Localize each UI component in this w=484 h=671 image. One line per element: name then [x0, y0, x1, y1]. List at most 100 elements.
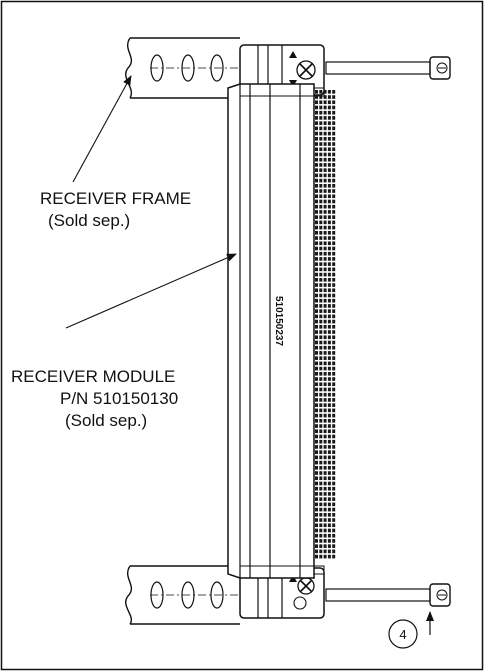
screw-bottom — [325, 583, 451, 607]
contact-pin — [327, 110, 331, 115]
contact-pin — [327, 486, 331, 491]
contact-pin — [319, 476, 323, 481]
contact-pin — [315, 539, 318, 543]
frame-label-line2: (Sold sep.) — [48, 211, 130, 230]
contact-pin — [327, 137, 331, 141]
contact-pin — [315, 528, 318, 533]
contact-pin — [323, 492, 327, 496]
contact-pin — [319, 450, 323, 454]
contact-pin — [315, 434, 318, 439]
contact-pin — [323, 194, 327, 199]
contact-pin — [332, 523, 336, 528]
contact-pin — [327, 272, 331, 277]
contact-pin — [323, 184, 327, 188]
contact-pin — [319, 314, 323, 319]
contact-pin — [319, 194, 323, 199]
contact-pin — [323, 382, 327, 387]
contact-pin — [327, 319, 331, 324]
contact-pin — [315, 231, 318, 235]
contact-pin — [327, 90, 331, 94]
contact-pin — [319, 168, 323, 172]
contact-pin — [315, 466, 318, 470]
contact-pin — [332, 199, 336, 204]
contact-pin — [332, 403, 336, 407]
contact-pin — [327, 100, 331, 105]
contact-pin — [332, 408, 336, 413]
contact-pin — [332, 157, 336, 162]
contact-pin — [319, 288, 323, 293]
contact-pin — [323, 335, 327, 340]
contact-pin — [323, 325, 327, 329]
contact-pin — [315, 309, 318, 313]
contact-pin — [319, 387, 323, 392]
contact-pin — [319, 382, 323, 387]
contact-pin — [327, 549, 331, 554]
contact-pin — [332, 392, 336, 397]
contact-pin — [323, 220, 327, 225]
contact-pin — [327, 398, 331, 402]
contact-pin — [319, 157, 323, 162]
contact-pin — [323, 403, 327, 407]
contact-pin — [327, 178, 331, 183]
contact-pin — [319, 184, 323, 188]
contact-pin — [315, 278, 318, 282]
contact-pin — [319, 283, 323, 287]
contact-pin — [332, 455, 336, 460]
contact-pin — [319, 502, 323, 507]
contact-pin — [315, 533, 318, 538]
contact-pin — [323, 314, 327, 319]
contact-pin — [332, 544, 336, 548]
contact-pin — [319, 225, 323, 230]
contact-pin — [327, 345, 331, 350]
contact-pin — [332, 173, 336, 178]
contact-pin — [327, 408, 331, 413]
contact-pin — [323, 445, 327, 449]
contact-pin — [315, 126, 318, 131]
contact-pin — [315, 304, 318, 308]
contact-pin — [323, 121, 327, 125]
contact-pin — [327, 267, 331, 272]
contact-pin — [323, 507, 327, 512]
contact-pin — [315, 450, 318, 454]
contact-pin — [319, 126, 323, 131]
contact-pin — [315, 513, 318, 517]
contact-pin — [327, 476, 331, 481]
contact-pin — [327, 288, 331, 293]
contact-pin — [332, 304, 336, 308]
contact-pin — [315, 210, 318, 214]
contact-pin — [323, 319, 327, 324]
contact-pin — [319, 278, 323, 282]
contact-pin — [323, 231, 327, 235]
contact-pin — [315, 413, 318, 418]
contact-pin — [332, 372, 336, 376]
contact-pin — [332, 210, 336, 214]
contact-pin — [332, 95, 336, 99]
contact-pin — [327, 210, 331, 214]
contact-pin — [332, 142, 336, 146]
contact-pin — [323, 466, 327, 470]
contact-pin — [323, 298, 327, 303]
contact-pin — [319, 272, 323, 277]
contact-pin — [315, 387, 318, 392]
contact-pin — [319, 319, 323, 324]
contact-pin — [315, 372, 318, 376]
contact-pin — [327, 309, 331, 313]
contact-pin — [323, 236, 327, 240]
contact-pin — [323, 533, 327, 538]
contact-pin — [323, 392, 327, 397]
contact-pin — [315, 246, 318, 251]
contact-pin — [323, 262, 327, 266]
contact-pin — [332, 257, 336, 261]
contact-pin — [327, 121, 331, 125]
contact-pin — [332, 351, 336, 355]
contact-pin — [323, 372, 327, 376]
contact-pin — [323, 189, 327, 193]
module-part-number: 510150237 — [273, 296, 284, 346]
contact-pin — [315, 157, 318, 162]
contact-pin — [319, 304, 323, 308]
contact-pin — [327, 507, 331, 512]
contact-pin — [315, 544, 318, 548]
contact-pin — [323, 377, 327, 381]
contact-pin — [332, 340, 336, 345]
contact-pin — [323, 241, 327, 246]
